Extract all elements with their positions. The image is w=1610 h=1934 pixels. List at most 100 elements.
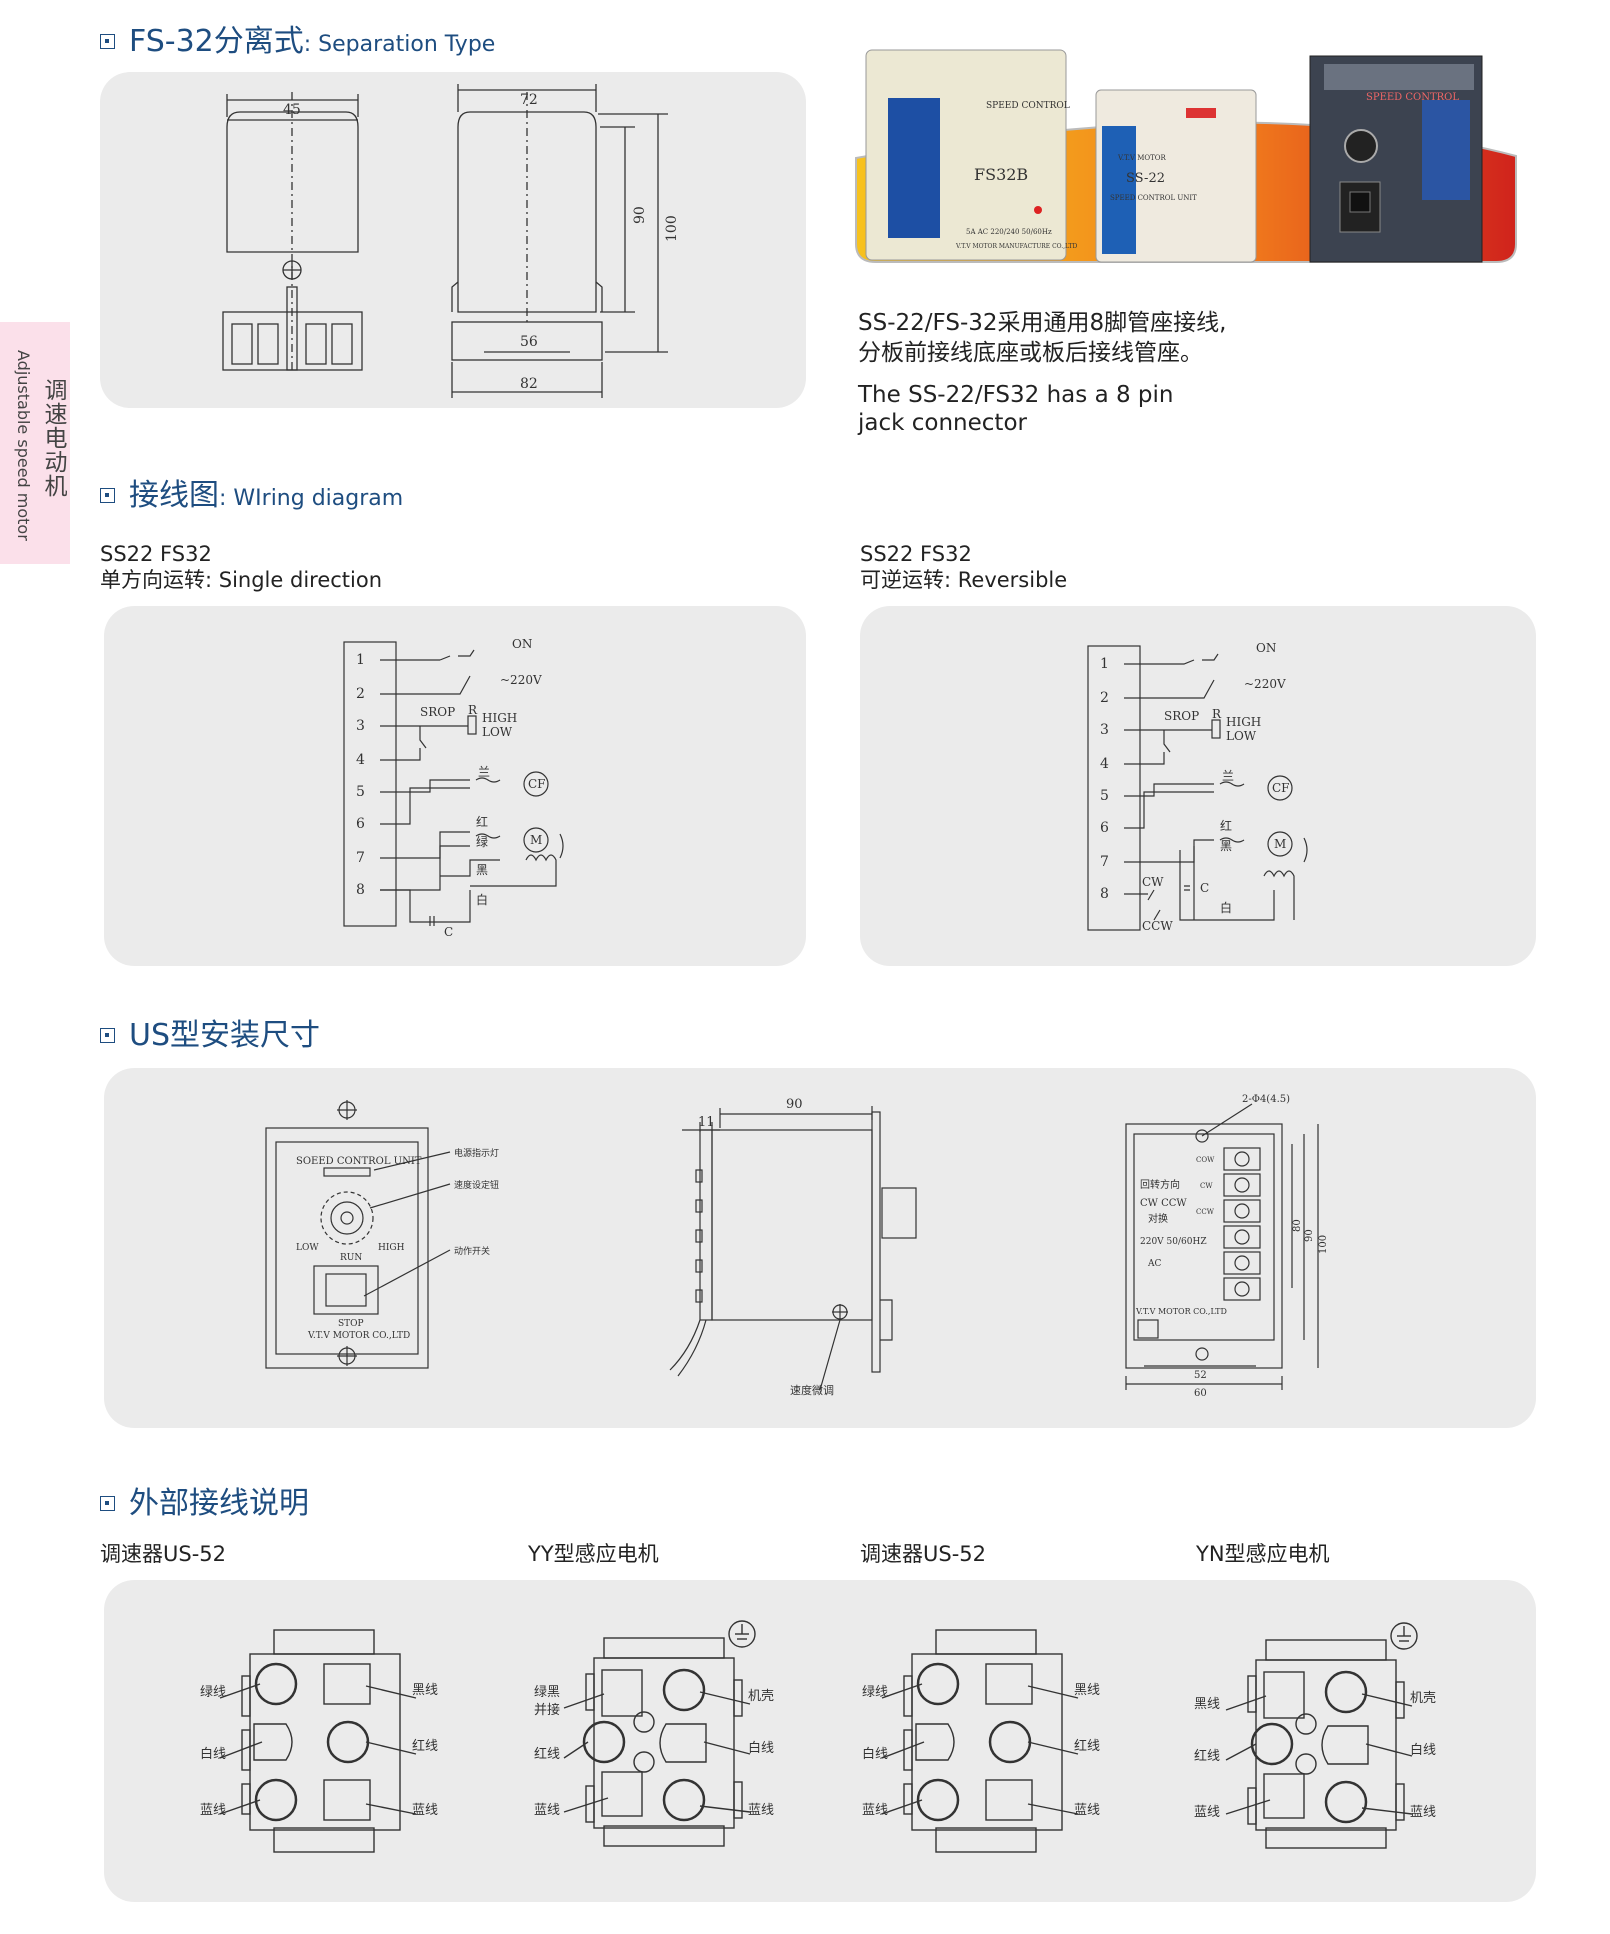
label-cw: CW: [1142, 875, 1164, 889]
ext-c-blue: 蓝线: [862, 1803, 888, 1818]
ext-caption-4: YN型感应电机: [1196, 1542, 1330, 1566]
us-cw-ccw: CW CCW: [1140, 1198, 1187, 1209]
section-heading-separation: FS-32分离式: Separation Type: [100, 16, 495, 60]
us-ac: AC: [1147, 1259, 1161, 1269]
photo-unit1-top: SPEED CONTROL: [986, 101, 1070, 111]
us-ann-power-lamp: 电源指示灯: [454, 1147, 499, 1159]
dim-45: 45: [283, 102, 301, 118]
ext-b-blue: 蓝线: [534, 1803, 560, 1818]
us-back-view: 2-Φ4(4.5) 回转方向 CW CCW 对换 220V 50/60HZ AC…: [1125, 1094, 1329, 1399]
pin-8: 8: [1100, 886, 1109, 902]
us-swap: 对换: [1148, 1212, 1168, 1225]
label-lan: 兰: [1222, 769, 1234, 783]
pin-7: 7: [1100, 854, 1109, 870]
ext-b-green-black: 绿黑: [534, 1685, 560, 1700]
pin-3: 3: [356, 718, 365, 734]
ext-c-blue2: 蓝线: [1074, 1803, 1100, 1818]
label-on: ON: [1256, 641, 1276, 655]
ext-b-red: 红线: [534, 1746, 560, 1762]
label-white: 白: [1220, 900, 1232, 915]
pin-7: 7: [356, 850, 365, 866]
us-hole-spec: 2-Φ4(4.5): [1242, 1094, 1290, 1105]
us-dim-90b: 90: [1304, 1229, 1315, 1242]
bullet-icon: [100, 34, 115, 49]
pin-6: 6: [1100, 820, 1109, 836]
pin-2: 2: [356, 686, 365, 702]
us-rotation: 回转方向: [1140, 1178, 1180, 1191]
pin-1: 1: [1100, 656, 1109, 672]
pin-4: 4: [1100, 756, 1109, 772]
dimension-panel: [100, 72, 806, 408]
section-heading-external-wiring: 外部接线说明: [100, 1478, 309, 1522]
pin-4: 4: [356, 752, 365, 768]
dim-90: 90: [632, 206, 648, 224]
pin-3: 3: [1100, 722, 1109, 738]
us-unit-title: SOEED CONTROL UNIT: [296, 1156, 422, 1167]
ext-a-red: 红线: [412, 1738, 438, 1754]
ext-a-white: 白线: [200, 1746, 226, 1762]
us-dim-100: 100: [1318, 1235, 1329, 1254]
label-low: LOW: [482, 725, 513, 739]
photo-unit1-label: FS32B: [974, 165, 1028, 184]
photo-unit3-label: SPEED CONTROL: [1366, 92, 1459, 103]
wiring-left-model: SS22 FS32: [100, 542, 212, 566]
us-dim-80: 80: [1292, 1219, 1303, 1232]
wiring-single-panel: [104, 606, 806, 966]
desc-en-line2: jack connector: [858, 410, 1027, 436]
sidebar-tab: [0, 322, 70, 564]
ext-c-white: 白线: [862, 1746, 888, 1762]
label-high: HIGH: [1226, 715, 1261, 729]
label-on: ON: [512, 637, 532, 651]
label-r: R: [1212, 707, 1222, 721]
ext-caption-2: YY型感应电机: [528, 1542, 659, 1566]
pin-8: 8: [356, 882, 365, 898]
ext-a-blue: 蓝线: [200, 1803, 226, 1818]
connector-us52-b: 绿线 白线 蓝线 黑线 红线 蓝线: [862, 1629, 1100, 1853]
ext-b-blue2: 蓝线: [748, 1803, 774, 1818]
photo-unit2-sub: SPEED CONTROL UNIT: [1110, 194, 1197, 202]
us-power: 220V 50/60HZ: [1140, 1237, 1207, 1247]
ext-c-green: 绿线: [862, 1685, 888, 1700]
label-c: C: [444, 925, 453, 939]
ext-b-shell: 机壳: [748, 1689, 774, 1704]
section-heading-wiring: 接线图: WIring diagram: [100, 470, 403, 514]
wiring-reversible-diagram: 1 2 3 4 5 6 7 8 ON ~220V SROP R HIGH LOW…: [1087, 641, 1308, 933]
dim-82: 82: [520, 376, 538, 392]
label-white: 白: [476, 892, 488, 907]
label-lan: 兰: [478, 765, 490, 779]
photo-unit1-foot: V.T.V MOTOR MANUFACTURE CO.,LTD: [955, 243, 1078, 250]
bullet-icon: [100, 488, 115, 503]
us-dim-11: 11: [698, 1115, 715, 1130]
desc-zh-line1: SS-22/FS-32采用通用8脚管座接线,: [858, 310, 1227, 336]
us-stop: STOP: [338, 1319, 364, 1329]
label-ccw: CCW: [1142, 919, 1173, 933]
label-red: 红: [1220, 818, 1232, 833]
ext-d-shell: 机壳: [1410, 1691, 1436, 1706]
ext-d-red: 红线: [1194, 1748, 1220, 1764]
label-black: 黑: [1220, 839, 1232, 853]
ext-d-blue2: 蓝线: [1410, 1805, 1436, 1820]
dim-72: 72: [520, 92, 538, 108]
ext-d-blue: 蓝线: [1194, 1805, 1220, 1820]
connector-yy-motor: 绿黑 并接 红线 蓝线 机壳 白线 蓝线: [534, 1620, 774, 1847]
pin-1: 1: [356, 652, 365, 668]
pin-5: 5: [1100, 788, 1109, 804]
label-220v: ~220V: [1244, 677, 1286, 691]
us-high: HIGH: [378, 1243, 405, 1253]
us-front-view: SOEED CONTROL UNIT LOW HIGH RUN STOP V.T…: [265, 1100, 499, 1369]
label-m: M: [530, 833, 542, 847]
us-maker: V.T.V MOTOR CO.,LTD: [307, 1331, 410, 1341]
ext-b-parallel: 并接: [534, 1702, 560, 1718]
photo-unit2-label: SS-22: [1126, 171, 1165, 186]
label-srop: SROP: [420, 705, 455, 719]
label-c: C: [1200, 881, 1209, 895]
ext-d-white: 白线: [1410, 1742, 1436, 1758]
us-maker-back: V.T.V MOTOR CO.,LTD: [1135, 1307, 1227, 1316]
us-side-view: 90 11 速度微调: [669, 1097, 917, 1397]
us-term-3: CCW: [1196, 1208, 1215, 1216]
us-fine-adjust: 速度微调: [790, 1383, 834, 1397]
photo-unit2-brand: V.T.V MOTOR: [1117, 154, 1167, 162]
us-dim-90: 90: [786, 1097, 803, 1112]
ext-c-red: 红线: [1074, 1738, 1100, 1754]
us-dim-60: 60: [1194, 1388, 1207, 1399]
